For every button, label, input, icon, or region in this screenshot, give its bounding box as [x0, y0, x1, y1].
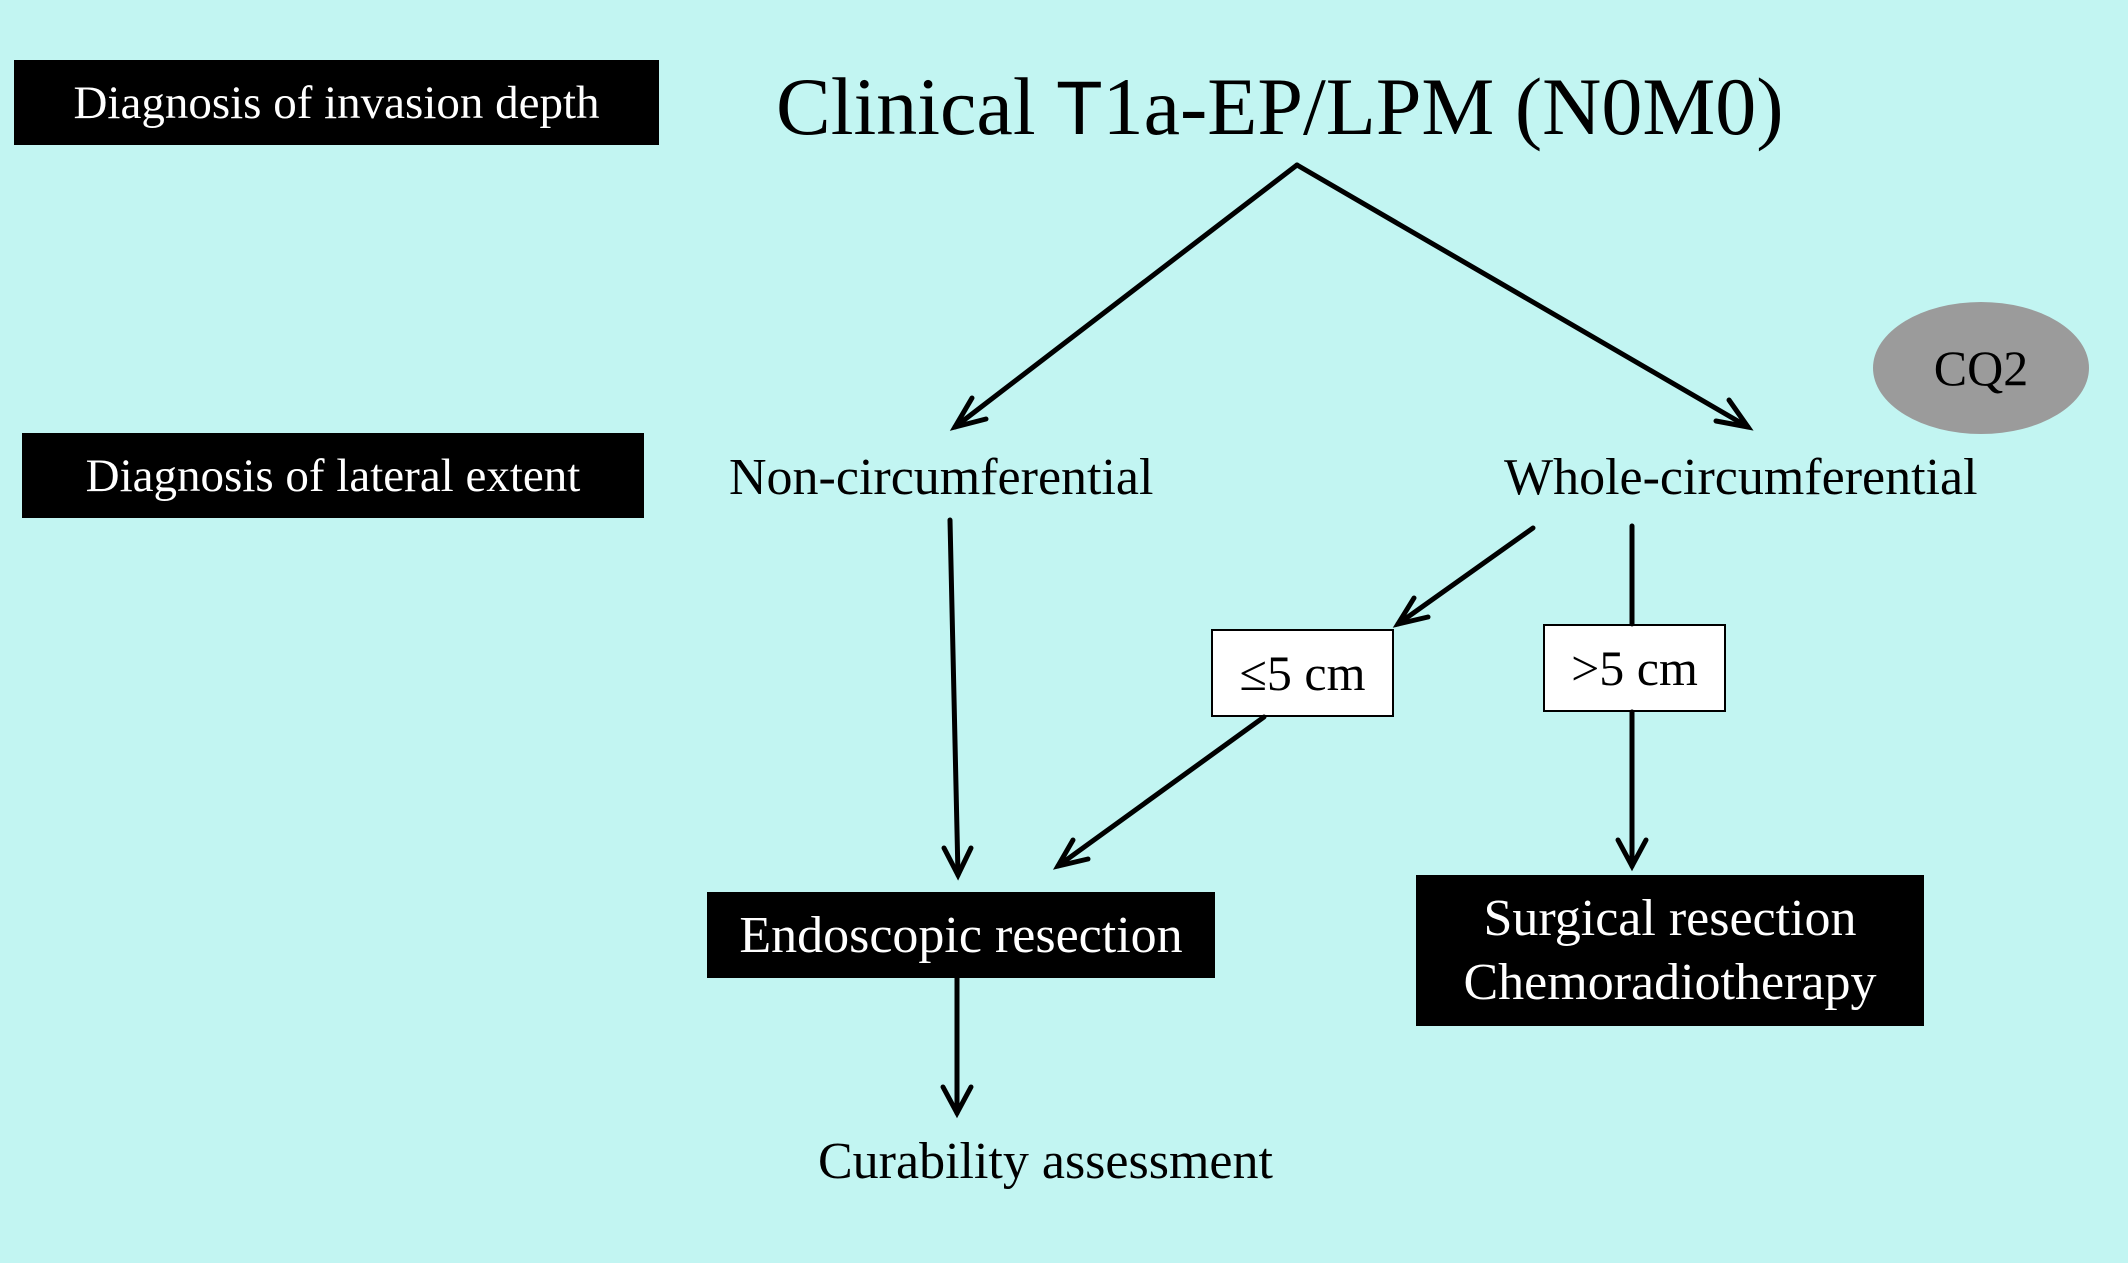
lateral-extent-label: Diagnosis of lateral extent — [22, 433, 644, 518]
endoscopic-resection-box: Endoscopic resection — [707, 892, 1215, 978]
arrow-root-to-whole-circumferential-icon — [1294, 162, 1751, 430]
size-large-text: >5 cm — [1571, 640, 1698, 696]
invasion-depth-label-text: Diagnosis of invasion depth — [73, 76, 600, 129]
arrowhead-endoscopic-from-left-icon — [941, 845, 974, 881]
arrowhead-whole-circumferential-icon — [1713, 397, 1754, 431]
arrow-root-to-non-circumferential-icon — [952, 162, 1300, 430]
root-title: Clinical T1a-EP/LPM (N0M0) — [776, 66, 1784, 148]
size-small-box: ≤5 cm — [1211, 629, 1394, 717]
chemoradiotherapy-text: Chemoradiotherapy — [1463, 953, 1877, 1011]
arrowhead-endoscopic-from-small-icon — [1052, 837, 1091, 870]
cq2-badge: CQ2 — [1873, 302, 2089, 434]
curability-assessment-label: Curability assessment — [818, 1133, 1273, 1190]
root-title-prefix: Clinical — [776, 61, 1057, 152]
surgical-chemoradiotherapy-box: Surgical resection Chemoradiotherapy — [1416, 875, 1924, 1026]
arrowhead-non-circumferential-icon — [949, 395, 989, 431]
arrowhead-curability-icon — [940, 1084, 974, 1119]
cq2-badge-text: CQ2 — [1933, 340, 2029, 396]
endoscopic-resection-text: Endoscopic resection — [739, 906, 1183, 964]
lateral-extent-label-text: Diagnosis of lateral extent — [85, 449, 581, 502]
root-title-t: T — [1056, 66, 1103, 151]
surgical-resection-text: Surgical resection — [1483, 890, 1857, 948]
whole-circumferential-label: Whole-circumferential — [1504, 449, 1978, 506]
invasion-depth-label: Diagnosis of invasion depth — [14, 60, 659, 145]
non-circumferential-label: Non-circumferential — [729, 449, 1154, 506]
size-large-box: >5 cm — [1543, 624, 1726, 712]
arrow-non-circumferential-to-endoscopic-icon — [947, 517, 961, 878]
arrow-whole-to-small-icon — [1395, 525, 1536, 627]
root-title-rest: 1a-EP/LPM (N0M0) — [1102, 61, 1784, 152]
arrowhead-surgical-icon — [1615, 837, 1649, 872]
arrow-small-to-endoscopic-icon — [1055, 714, 1267, 869]
arrowhead-small-icon — [1392, 595, 1431, 628]
size-small-text: ≤5 cm — [1239, 645, 1366, 701]
